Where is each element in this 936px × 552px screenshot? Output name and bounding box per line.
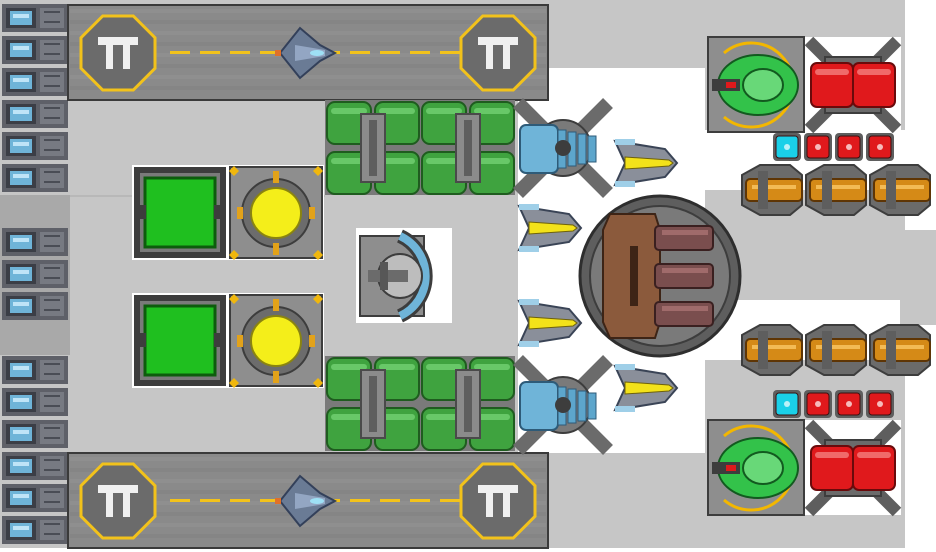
thruster-icon[interactable]: [513, 98, 613, 198]
ammo-cell-icon[interactable]: [835, 390, 863, 418]
ammo-cell-icon[interactable]: [773, 390, 801, 418]
thruster-icon[interactable]: [513, 355, 613, 455]
side-vent-module[interactable]: [2, 228, 68, 256]
side-vent-module[interactable]: [2, 516, 68, 544]
side-vent-module[interactable]: [2, 4, 68, 32]
fuel-tank-icon[interactable]: [325, 100, 420, 195]
side-vent-module[interactable]: [2, 420, 68, 448]
bottom-runway: [67, 452, 549, 549]
side-vent-module[interactable]: [2, 452, 68, 480]
fighter-icon[interactable]: [613, 364, 679, 412]
main-turret-icon[interactable]: [578, 194, 742, 358]
landing-pad-icon[interactable]: [459, 14, 537, 92]
side-vent-module[interactable]: [2, 132, 68, 160]
fuel-tank-icon[interactable]: [420, 356, 515, 451]
parked-ship-icon[interactable]: [275, 26, 338, 80]
side-vent-module[interactable]: [2, 36, 68, 64]
side-vent-module[interactable]: [2, 100, 68, 128]
auto-gun-icon[interactable]: [805, 324, 867, 376]
fuel-tank-icon[interactable]: [325, 356, 420, 451]
auto-gun-icon[interactable]: [805, 164, 867, 216]
laser-icon[interactable]: [804, 419, 902, 517]
power-reactor[interactable]: [132, 293, 324, 388]
fighter-icon[interactable]: [517, 299, 583, 347]
auto-gun-icon[interactable]: [869, 164, 931, 216]
top-runway: [67, 4, 549, 101]
side-vent-module[interactable]: [2, 68, 68, 96]
ammo-cell-icon[interactable]: [773, 133, 801, 161]
landing-pad-icon[interactable]: [459, 462, 537, 540]
landing-pad-icon[interactable]: [79, 14, 157, 92]
landing-pad-icon[interactable]: [79, 462, 157, 540]
shield-icon[interactable]: [707, 36, 805, 133]
power-reactor[interactable]: [132, 165, 324, 260]
reactor-icon[interactable]: [228, 293, 324, 388]
ammo-cell-icon[interactable]: [804, 133, 832, 161]
side-vent-module[interactable]: [2, 388, 68, 416]
auto-gun-icon[interactable]: [869, 324, 931, 376]
ammo-cell-icon[interactable]: [866, 133, 894, 161]
side-vent-module[interactable]: [2, 484, 68, 512]
auto-gun-icon[interactable]: [741, 324, 803, 376]
laser-icon[interactable]: [804, 36, 902, 134]
ammo-cell-icon[interactable]: [835, 133, 863, 161]
auto-gun-icon[interactable]: [741, 164, 803, 216]
ammo-cell-icon[interactable]: [866, 390, 894, 418]
fuel-tank-icon[interactable]: [420, 100, 515, 195]
radar-icon[interactable]: [356, 228, 452, 323]
side-vent-module[interactable]: [2, 260, 68, 288]
side-vent-module[interactable]: [2, 164, 68, 192]
side-vent-module[interactable]: [2, 356, 68, 384]
fighter-icon[interactable]: [517, 204, 583, 252]
fighter-icon[interactable]: [613, 139, 679, 187]
parked-ship-icon[interactable]: [275, 474, 338, 528]
shield-icon[interactable]: [707, 419, 805, 516]
side-vent-module[interactable]: [2, 292, 68, 320]
ammo-cell-icon[interactable]: [804, 390, 832, 418]
reactor-icon[interactable]: [228, 165, 324, 260]
